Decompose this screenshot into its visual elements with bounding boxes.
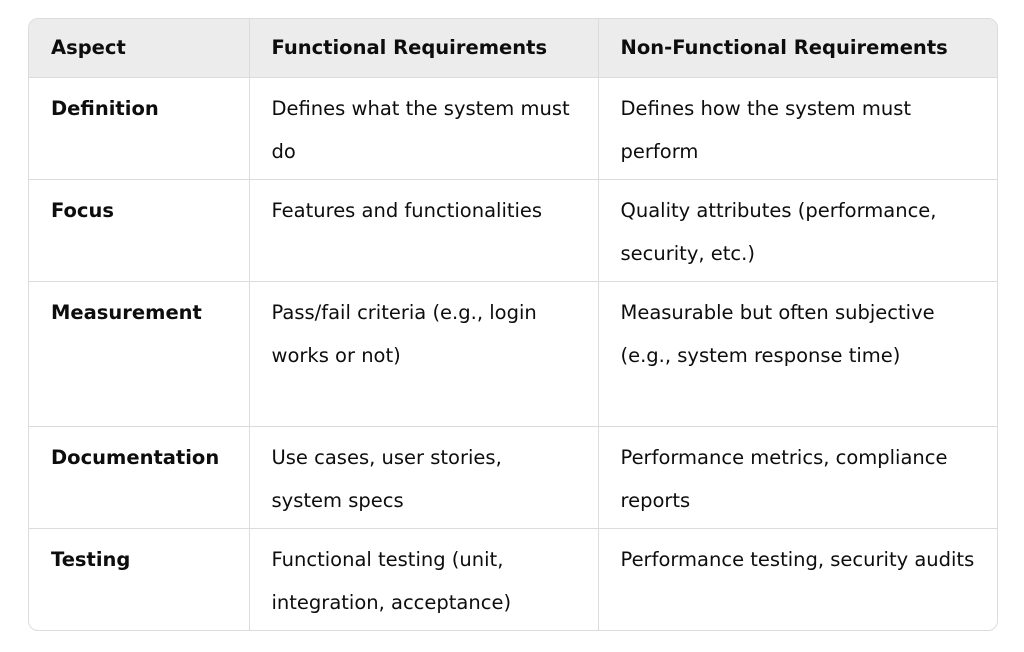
header-functional: Functional Requirements <box>248 19 598 78</box>
functional-cell: Defines what the system must do <box>248 77 598 180</box>
non-functional-cell: Defines how the system must perform <box>597 77 997 180</box>
table-row: Focus Features and functionalities Quali… <box>29 179 997 282</box>
non-functional-cell: Performance testing, security audits <box>597 528 997 630</box>
non-functional-cell: Performance metrics, compliance reports <box>597 426 997 529</box>
comparison-table: Aspect Functional Requirements Non-Funct… <box>29 19 997 630</box>
header-row: Aspect Functional Requirements Non-Funct… <box>29 19 997 78</box>
functional-cell: Functional testing (unit, integration, a… <box>248 528 598 630</box>
non-functional-cell: Quality attributes (performance, securit… <box>597 179 997 282</box>
table-row: Documentation Use cases, user stories, s… <box>29 426 997 529</box>
header-non-functional: Non-Functional Requirements <box>597 19 997 78</box>
table-row: Testing Functional testing (unit, integr… <box>29 528 997 630</box>
functional-cell: Use cases, user stories, system specs <box>248 426 598 529</box>
table-row: Definition Defines what the system must … <box>29 77 997 180</box>
aspect-cell: Focus <box>29 179 249 282</box>
functional-cell: Pass/fail criteria (e.g., login works or… <box>248 281 598 427</box>
header-aspect: Aspect <box>29 19 249 78</box>
aspect-cell: Testing <box>29 528 249 630</box>
functional-cell: Features and functionalities <box>248 179 598 282</box>
table-row: Measurement Pass/fail criteria (e.g., lo… <box>29 281 997 427</box>
aspect-cell: Measurement <box>29 281 249 427</box>
aspect-cell: Definition <box>29 77 249 180</box>
aspect-cell: Documentation <box>29 426 249 529</box>
non-functional-cell: Measurable but often subjective (e.g., s… <box>597 281 997 427</box>
comparison-table-container: Aspect Functional Requirements Non-Funct… <box>28 18 998 631</box>
